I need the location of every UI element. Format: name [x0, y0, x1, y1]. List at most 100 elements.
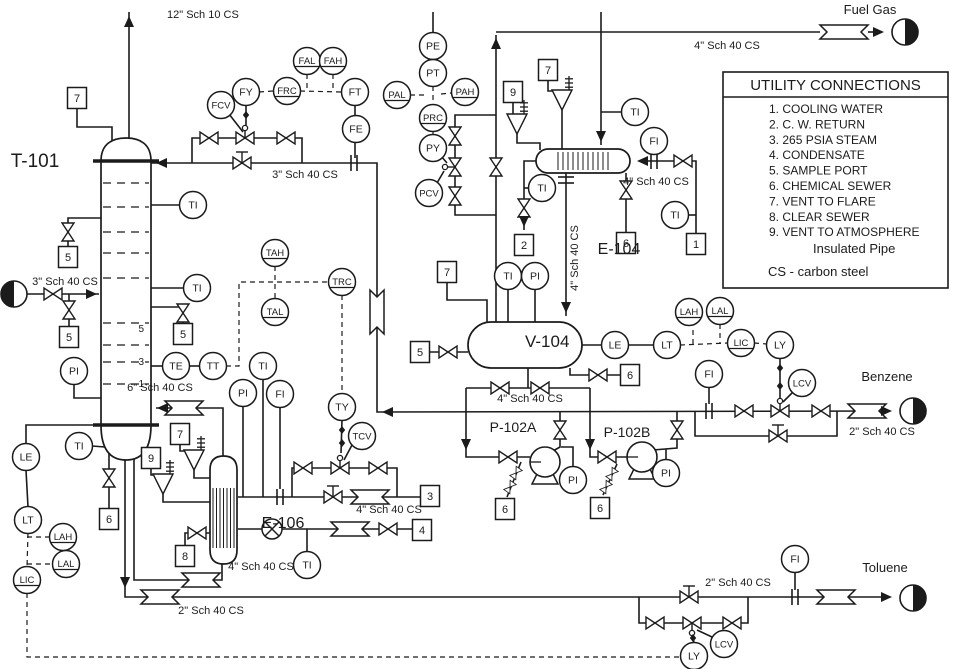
valve-body	[509, 479, 518, 488]
utility-box-number: 7	[177, 429, 183, 441]
insulated-pipe-icon	[846, 403, 888, 419]
valve-gate	[604, 466, 620, 482]
utility-box-number: 7	[545, 65, 551, 77]
valve-body	[207, 130, 219, 146]
valve-body	[284, 130, 296, 146]
instrument-tag: TI	[670, 210, 679, 222]
legend-title: UTILITY CONNECTIONS	[750, 77, 921, 94]
instrument-ti	[660, 200, 690, 230]
instrument-fi	[694, 359, 724, 389]
valve-body	[605, 479, 614, 488]
instrument-tag: TAH	[266, 248, 284, 259]
valve-gate	[502, 479, 518, 495]
insulated-pipe-symbol	[329, 521, 371, 537]
instrument-tag: LAL	[58, 559, 75, 570]
utility-box-number: 3	[427, 491, 433, 503]
insulated-pipe-icon	[818, 24, 870, 40]
valve-body	[51, 286, 63, 302]
instrument-ft	[340, 77, 370, 107]
utility-box-number: 6	[627, 370, 633, 382]
valve-globe	[323, 485, 343, 505]
legend-item: 9. VENT TO ATMOSPHERE	[769, 225, 920, 239]
instrument-tag: FI	[790, 554, 799, 566]
valve-body	[386, 521, 398, 537]
instrument-fcv	[206, 90, 236, 120]
valve-gate	[645, 615, 665, 631]
valve-body	[618, 180, 634, 192]
insulated-pipe-icon	[815, 589, 857, 605]
valve-body	[490, 380, 502, 396]
valve-body	[43, 286, 55, 302]
signal-diamond	[338, 426, 346, 434]
tray-number: 1	[138, 379, 144, 390]
valve-body	[101, 468, 117, 480]
utility-box-9	[140, 446, 162, 470]
valve-globe	[768, 424, 788, 444]
utility-box-number: 7	[74, 93, 80, 105]
utility-box-2	[513, 233, 535, 257]
valve-body	[734, 403, 746, 419]
instrument-tah	[260, 238, 290, 268]
valve-gate	[187, 525, 207, 541]
valve-body	[502, 486, 511, 495]
instrument-tag: PRC	[423, 113, 443, 124]
legend-insulated-label: Insulated Pipe	[813, 241, 895, 256]
insulated-pipe-icon	[369, 288, 385, 336]
offpage-connector-fill	[913, 585, 926, 611]
utility-box-9	[502, 80, 524, 104]
valve-gate	[293, 460, 313, 476]
valve-body	[447, 157, 463, 169]
utility-box-3	[419, 484, 441, 508]
tray-number: 5	[138, 324, 144, 335]
valve-body	[538, 380, 550, 396]
pipe-line	[193, 470, 210, 479]
pipe-line	[446, 283, 488, 322]
flow-arrow	[382, 407, 393, 417]
utility-box-number: 5	[180, 329, 186, 341]
valve-ctrlD	[682, 615, 702, 637]
signal-line	[299, 90, 343, 93]
instrument-tag: FI	[704, 369, 713, 381]
valve-body	[498, 380, 510, 396]
pipe-line	[124, 458, 888, 598]
utility-box-7	[66, 86, 88, 110]
instrument-tag: PT	[426, 68, 440, 80]
pipe-size-label: 4" Sch 40 CS	[497, 393, 563, 405]
valve-gate	[588, 367, 608, 383]
instrument-tcv	[347, 421, 377, 451]
instrument-tag: PCV	[419, 189, 439, 200]
legend-box	[722, 71, 949, 289]
legend-item: 6. CHEMICAL SEWER	[769, 179, 892, 193]
instrument-tag: LIC	[734, 338, 749, 349]
utility-box-5	[57, 245, 79, 269]
valve-body	[331, 489, 343, 505]
instrument-tag: FI	[649, 136, 658, 148]
actuator-icon	[776, 397, 784, 405]
instrument-ty	[327, 392, 357, 422]
instrument-tag: LY	[688, 651, 700, 663]
valve-gate	[530, 380, 550, 396]
valve-body	[232, 155, 244, 171]
column-top-head	[100, 137, 152, 162]
instrument-tag: FAL	[299, 56, 316, 67]
valve-body	[438, 344, 450, 360]
flow-arrow	[873, 27, 884, 37]
instrument-pi	[59, 356, 89, 386]
instrument-ti	[182, 273, 212, 303]
valve-gate	[618, 180, 634, 200]
legend-item: 1. COOLING WATER	[769, 102, 883, 116]
pipe-line	[151, 162, 889, 413]
instrument-tag: TI	[503, 271, 512, 283]
pipe-size-label: 4" Sch 40 CS	[569, 225, 581, 291]
instrument-tag: FT	[349, 87, 362, 99]
valve-body	[61, 308, 77, 320]
pipe-line	[73, 384, 101, 399]
instrument-fi	[780, 544, 810, 574]
instrument-te	[161, 351, 191, 381]
valve-body	[447, 165, 463, 177]
valve-gate	[490, 380, 510, 396]
instrument-le	[600, 330, 630, 360]
valve-body	[446, 344, 458, 360]
valve-body	[240, 155, 252, 171]
instrument-frc	[272, 76, 302, 106]
